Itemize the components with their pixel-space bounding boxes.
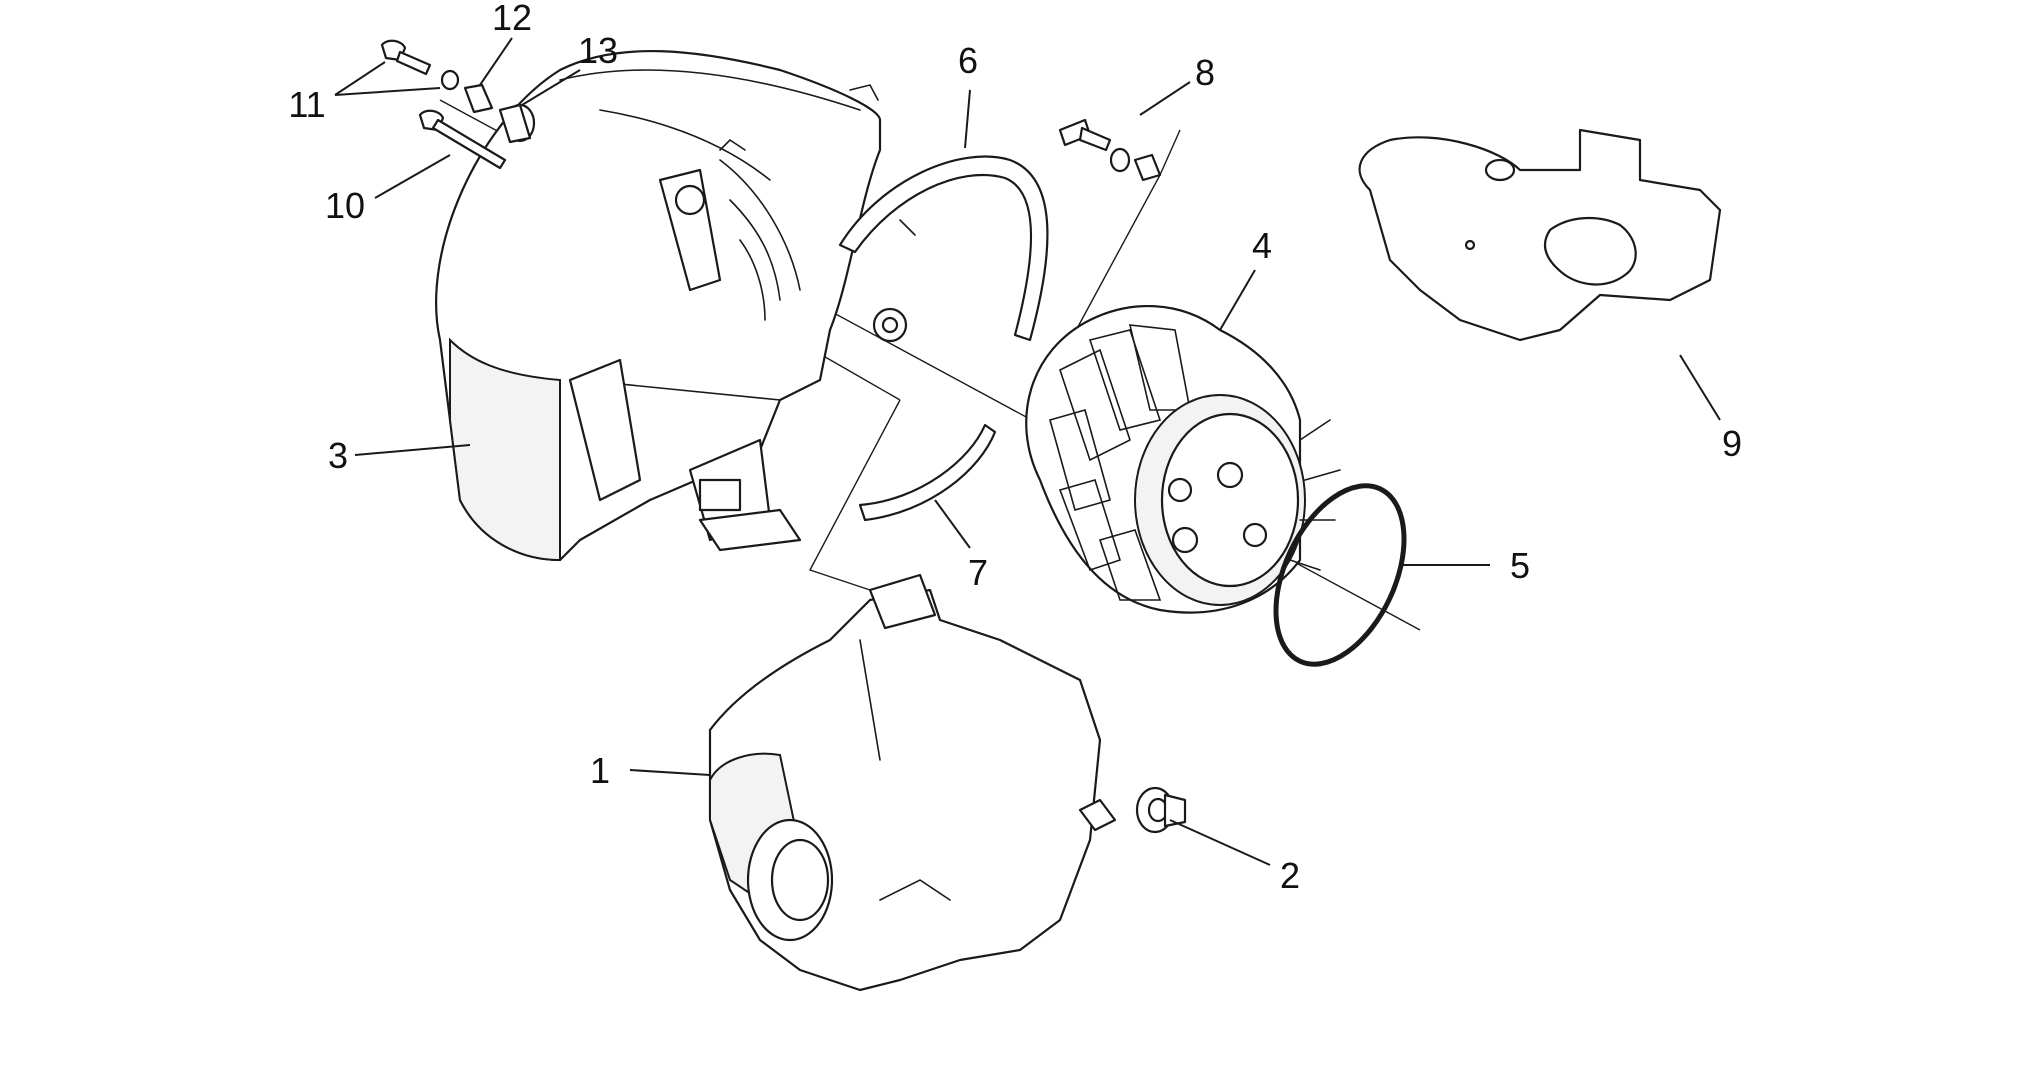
callout-9: 9 (1722, 423, 1742, 464)
seal-strip-part-7 (858, 423, 997, 522)
callout-1: 1 (590, 750, 610, 791)
bushing-13 (498, 103, 536, 144)
screw-11 (380, 39, 460, 91)
callout-13: 13 (578, 30, 618, 71)
callout-6: 6 (958, 40, 978, 81)
grommet-part-2 (1135, 786, 1187, 834)
screw-set-part-8 (1058, 118, 1162, 182)
fan-blades (1049, 324, 1191, 601)
gasket-plate-part-9 (1358, 128, 1722, 342)
leader-lines (334, 37, 1721, 866)
callout-10: 10 (325, 185, 365, 226)
hose-part-6 (838, 155, 1049, 342)
o-ring-part-5 (1273, 483, 1407, 667)
callout-11: 11 (288, 84, 325, 125)
callout-labels: 1 2 3 4 5 6 7 8 9 10 11 12 13 (288, 0, 1742, 896)
cover-part-1 (708, 573, 1117, 992)
callout-5: 5 (1510, 545, 1530, 586)
screw-10 (418, 109, 507, 170)
callout-3: 3 (328, 435, 348, 476)
callout-2: 2 (1280, 855, 1300, 896)
callout-7: 7 (968, 552, 988, 593)
fan-wheel-part-4 (1025, 304, 1341, 614)
callout-4: 4 (1252, 225, 1272, 266)
callout-12: 12 (492, 0, 532, 38)
spacer-12 (463, 83, 494, 114)
callout-8: 8 (1195, 52, 1215, 93)
fan-housing-part-3 (435, 49, 908, 562)
